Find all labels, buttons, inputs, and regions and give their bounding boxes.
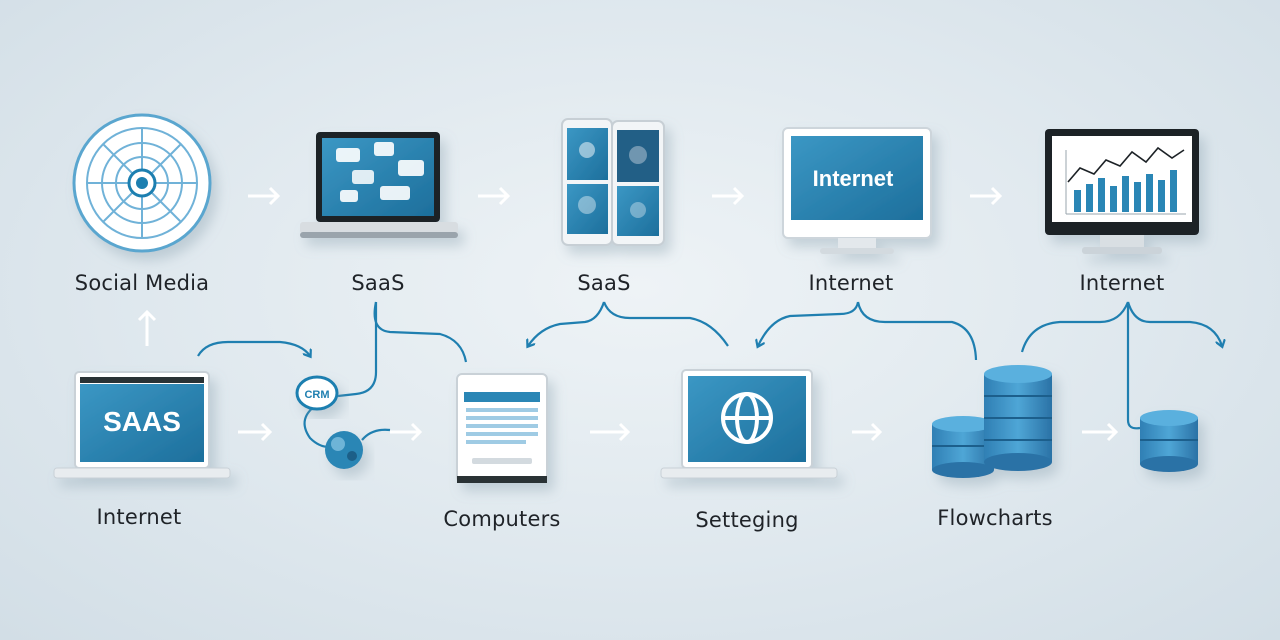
chart-monitor-icon xyxy=(1045,129,1199,254)
crm-bubble-text: CRM xyxy=(304,389,329,401)
arrow-right xyxy=(712,186,745,206)
label-internet-bottom: Internet xyxy=(96,505,182,529)
label-flowcharts: Flowcharts xyxy=(937,506,1053,530)
label-setteging: Setteging xyxy=(695,508,799,532)
globe-ball-icon xyxy=(325,431,363,469)
arrow-right xyxy=(478,186,511,206)
arrow-right xyxy=(1082,422,1119,442)
arrow-right xyxy=(852,422,883,442)
laptop-icon xyxy=(53,371,231,479)
label-internet-top: Internet xyxy=(808,271,894,295)
monitor-screen-text: Internet xyxy=(813,166,894,191)
arrow-right xyxy=(248,186,281,206)
arrow-right xyxy=(590,422,631,442)
crm-bubble-icon xyxy=(295,375,339,411)
label-computers: Computers xyxy=(443,507,561,531)
arrow-right xyxy=(970,186,1003,206)
laptop-chat-icon xyxy=(300,132,458,238)
label-internet-top-right: Internet xyxy=(1079,271,1165,295)
arrow-right xyxy=(238,422,273,442)
arrow-right xyxy=(390,422,423,442)
label-social-media: Social Media xyxy=(74,271,210,295)
database-icon xyxy=(1140,410,1198,472)
tablet-document-icon xyxy=(456,373,548,483)
connector-lines xyxy=(197,301,1222,449)
label-saas-1: SaaS xyxy=(351,271,405,295)
database-stack-icon xyxy=(932,365,1052,478)
target-globe-icon xyxy=(72,113,212,253)
mobile-devices-icon xyxy=(561,118,665,246)
laptop-screen-text: SAAS xyxy=(103,406,181,437)
monitor-icon xyxy=(782,127,932,254)
arrow-up xyxy=(137,309,157,346)
laptop-globe-icon xyxy=(660,369,838,479)
label-saas-2: SaaS xyxy=(577,271,631,295)
